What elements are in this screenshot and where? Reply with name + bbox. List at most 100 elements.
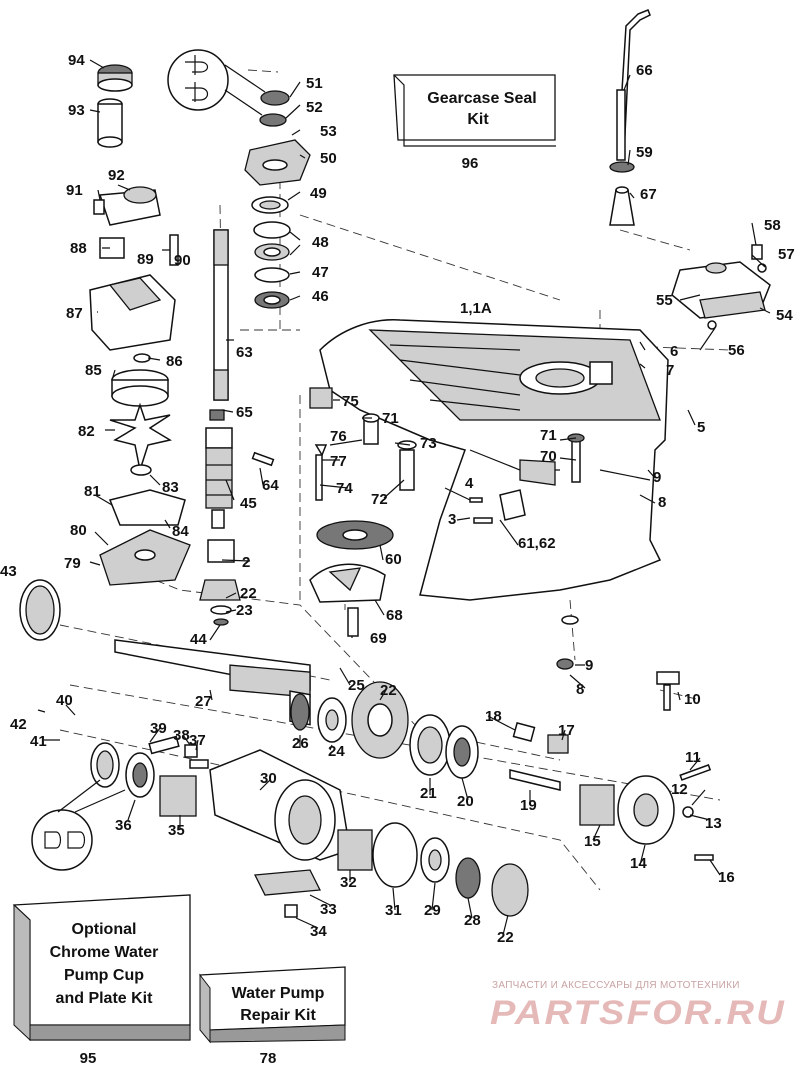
callout-16: 16	[718, 869, 735, 886]
callout-84: 84	[172, 523, 189, 540]
reverse-gear-group	[556, 615, 714, 861]
callout-12: 12	[671, 781, 688, 798]
callout-48: 48	[312, 234, 329, 251]
callout-22-middle: 22	[380, 682, 397, 699]
callout-46: 46	[312, 288, 329, 305]
callout-47: 47	[312, 264, 329, 281]
callout-9-lower: 9	[585, 657, 593, 674]
callout-11: 11	[685, 749, 701, 766]
callout-35: 35	[168, 822, 185, 839]
gearcase-housing	[319, 319, 669, 601]
callout-54: 54	[776, 307, 793, 324]
callout-21: 21	[420, 785, 437, 802]
callout-25: 25	[348, 677, 365, 694]
callout-74: 74	[336, 480, 353, 497]
callout-8-lower: 8	[576, 681, 584, 698]
gears-and-clutch	[290, 681, 569, 791]
callout-68: 68	[386, 607, 403, 624]
callout-15: 15	[584, 833, 601, 850]
callout-22-lower: 22	[497, 929, 514, 946]
gearcase-seal-kit-box: Gearcase Seal Kit 96	[393, 74, 556, 172]
callout-17: 17	[558, 722, 575, 739]
callout-39: 39	[150, 720, 167, 737]
callout-94: 94	[68, 52, 85, 69]
callout-13: 13	[705, 815, 722, 832]
callout-20: 20	[457, 793, 474, 810]
chrome-water-pump-kit-box: Optional Chrome Water Pump Cup and Plate…	[13, 894, 191, 1067]
chrome-kit-line4: and Plate Kit	[56, 990, 154, 1007]
callout-19: 19	[520, 797, 537, 814]
callout-76: 76	[330, 428, 347, 445]
callout-32: 32	[340, 874, 357, 891]
callout-22-upper: 22	[240, 585, 257, 602]
callout-77: 77	[330, 453, 347, 470]
chrome-kit-line1: Optional	[72, 921, 137, 938]
callout-41: 41	[30, 733, 47, 750]
upper-seal-stack	[97, 64, 311, 309]
callout-45: 45	[240, 495, 257, 512]
callout-64: 64	[262, 477, 279, 494]
leader-lines	[37, 59, 771, 936]
callout-10: 10	[684, 691, 701, 708]
callout-72: 72	[371, 491, 388, 508]
watermark-tagline: ЗАПЧАСТИ И АКСЕССУАРЫ ДЛЯ МОТОТЕХНИКИ	[492, 980, 740, 991]
callout-3: 3	[448, 511, 456, 528]
seal-detail-top	[167, 49, 266, 116]
callout-61-62: 61,62	[518, 535, 556, 552]
callout-83: 83	[162, 479, 179, 496]
callout-5: 5	[697, 419, 705, 436]
callout-36: 36	[115, 817, 132, 834]
callout-53: 53	[320, 123, 337, 140]
callout-2: 2	[242, 554, 250, 571]
callout-60: 60	[385, 551, 402, 568]
callout-33: 33	[320, 901, 337, 918]
callout-1-1a: 1,1A	[460, 300, 492, 317]
pinion-and-bearing	[199, 409, 275, 626]
callout-8-upper: 8	[658, 494, 666, 511]
callout-14: 14	[630, 855, 647, 872]
callout-91: 91	[66, 182, 83, 199]
callout-69: 69	[370, 630, 387, 647]
seal-kit-title-line1: Gearcase Seal	[427, 90, 536, 107]
callout-58: 58	[764, 217, 781, 234]
chrome-kit-line2: Chrome Water	[50, 944, 159, 961]
callout-89: 89	[137, 251, 154, 268]
callout-75: 75	[342, 393, 359, 410]
callout-49: 49	[310, 185, 327, 202]
callout-90: 90	[174, 252, 191, 269]
chrome-kit-number: 95	[80, 1050, 97, 1067]
callout-51: 51	[306, 75, 323, 92]
callout-67: 67	[640, 186, 657, 203]
callout-6: 6	[670, 343, 678, 360]
part-callout-labels: 94 93 51 52 53 50 49 48 47 46 66 59 67 5…	[0, 52, 795, 946]
callout-85: 85	[85, 362, 102, 379]
callout-59: 59	[636, 144, 653, 161]
callout-55: 55	[656, 292, 673, 309]
pump-kit-line2: Repair Kit	[240, 1007, 316, 1024]
seal-kit-title-line2: Kit	[467, 111, 489, 128]
callout-56: 56	[728, 342, 745, 359]
callout-28: 28	[464, 912, 481, 929]
callout-23: 23	[236, 602, 253, 619]
bearing-carrier	[90, 735, 529, 918]
callout-82: 82	[78, 423, 95, 440]
callout-38: 38	[173, 727, 190, 744]
callout-80: 80	[70, 522, 87, 539]
callout-65: 65	[236, 404, 253, 421]
callout-88: 88	[70, 240, 87, 257]
callout-37: 37	[189, 732, 206, 749]
callout-71-upper: 71	[382, 410, 399, 427]
chrome-kit-line3: Pump Cup	[64, 967, 144, 984]
seal-detail-bottom	[31, 779, 126, 871]
water-pump-assembly	[89, 186, 191, 586]
pump-kit-number: 78	[260, 1050, 277, 1067]
callout-43: 43	[0, 563, 17, 580]
callout-87: 87	[66, 305, 83, 322]
callout-7: 7	[666, 362, 674, 379]
callout-24: 24	[328, 743, 345, 760]
callout-30: 30	[260, 770, 277, 787]
callout-86: 86	[166, 353, 183, 370]
callout-93: 93	[68, 102, 85, 119]
callout-18: 18	[485, 708, 502, 725]
